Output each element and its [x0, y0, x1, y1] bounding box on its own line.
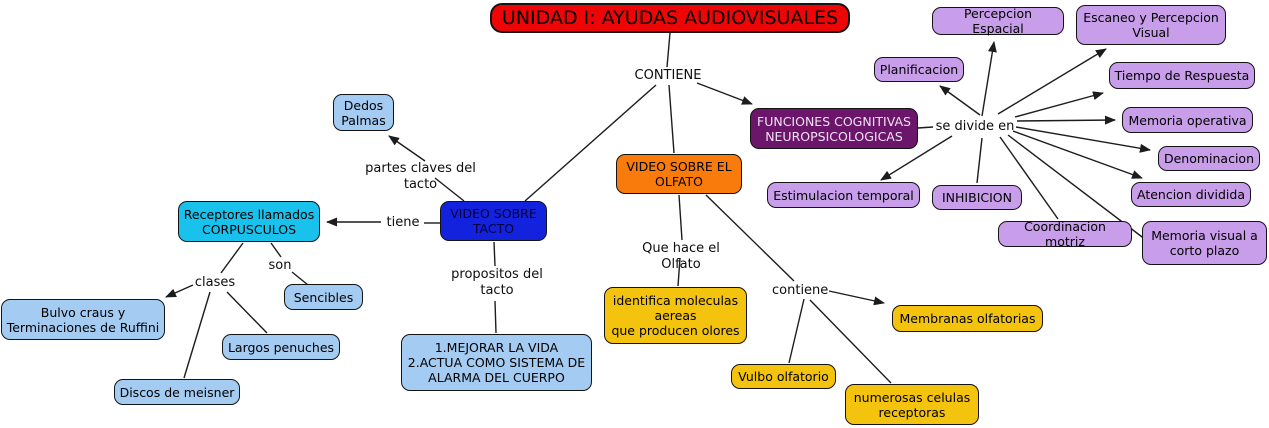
edge-hub-estimulacion	[880, 135, 953, 181]
node-receptores-corpusculos[interactable]: Receptores llamados CORPUSCULOS	[178, 201, 320, 242]
node-title[interactable]: UNIDAD I: AYUDAS AUDIOVISUALES	[490, 3, 850, 33]
node-planificacion[interactable]: Planificacion	[874, 57, 964, 82]
link-se-divide-en: se divide en	[935, 119, 1015, 134]
edge-receptores-son	[270, 242, 282, 258]
node-video-olfato[interactable]: VIDEO SOBRE EL OLFATO	[616, 154, 742, 194]
edge-hub-inhibicion	[976, 137, 983, 184]
edge-tacto-propositos	[493, 241, 496, 267]
link-son: son	[268, 258, 292, 273]
node-percepcion-espacial[interactable]: Percepcion Espacial	[932, 6, 1064, 36]
node-inhibicion[interactable]: INHIBICION	[932, 185, 1022, 210]
edge-contiene-vulbo	[788, 298, 805, 364]
edge-hub-escaneo	[997, 48, 1107, 115]
edge-clases-bulvo	[165, 284, 194, 298]
node-sencibles[interactable]: Sencibles	[284, 284, 363, 310]
link-propositos: propositos del tacto	[451, 267, 543, 298]
node-memoria-operativa[interactable]: Memoria operativa	[1122, 107, 1253, 133]
edge-title-contiene	[666, 32, 671, 68]
edge-partes-tacto	[434, 177, 465, 202]
edge-partes-dedos	[388, 135, 426, 162]
node-escaneo-percepcion-visual[interactable]: Escaneo y Percepcion Visual	[1076, 5, 1226, 45]
node-estimulacion-temporal[interactable]: Estimulacion temporal	[767, 182, 920, 208]
node-numerosas-celulas[interactable]: numerosas celulas receptoras	[845, 384, 979, 425]
node-mejorar-vida[interactable]: 1.MEJORAR LA VIDA 2.ACTUA COMO SISTEMA D…	[401, 334, 592, 391]
edge-contiene-tacto	[524, 84, 657, 202]
link-contiene-top: CONTIENE	[634, 68, 702, 83]
edge-hub-tiempo	[1014, 91, 1104, 118]
edge-receptores-clases	[220, 242, 244, 274]
edge-contiene-funciones	[696, 82, 753, 105]
edge-propositos-mejorar	[494, 300, 497, 334]
node-atencion-dividida[interactable]: Atencion dividida	[1131, 182, 1251, 207]
link-contiene-olfato: contiene	[772, 283, 829, 298]
edge-clases-largos	[226, 291, 268, 334]
edge-hub-coordinacion	[999, 136, 1059, 220]
edge-clases-discos	[183, 291, 211, 379]
node-tiempo-de-respuesta[interactable]: Tiempo de Respuesta	[1109, 62, 1255, 89]
edge-contiene-numerosas	[809, 299, 892, 384]
node-identifica-moleculas[interactable]: identifica moleculas aereas que producen…	[604, 287, 747, 344]
node-largos-penuches[interactable]: Largos penuches	[222, 334, 340, 360]
edge-funciones-sedivide	[917, 126, 934, 129]
node-discos-meisner[interactable]: Discos de meisner	[114, 379, 240, 405]
node-memoria-visual[interactable]: Memoria visual a corto plazo	[1142, 221, 1267, 265]
edge-hub-denominacion	[1015, 126, 1151, 153]
edge-contiene-olfato	[668, 84, 675, 154]
edge-contiene-membranas	[828, 290, 885, 306]
edge-hub-planificacion	[939, 85, 981, 116]
edge-quehace-identifica	[677, 257, 681, 287]
edge-olfato-contiene	[705, 194, 795, 282]
node-video-tacto[interactable]: VIDEO SOBRE TACTO	[440, 201, 547, 241]
node-denominacion[interactable]: Denominacion	[1158, 146, 1260, 171]
edge-olfato-quehace	[678, 194, 683, 241]
edge-hub-memoria-operativa	[1016, 115, 1116, 125]
edge-hub-atencion	[1012, 130, 1143, 179]
node-vulbo-olfatorio[interactable]: Vulbo olfatorio	[731, 364, 836, 389]
node-dedos-palmas[interactable]: Dedos Palmas	[333, 94, 394, 131]
node-membranas-olfatorias[interactable]: Membranas olfatorias	[892, 305, 1043, 332]
link-partes-claves: partes claves del tacto	[365, 161, 476, 192]
link-tiene: tiene	[386, 215, 420, 230]
link-que-hace: Que hace el Olfato	[642, 241, 720, 272]
link-clases: clases	[194, 275, 236, 290]
edge-son-sencibles	[291, 271, 309, 286]
edge-hub-percepcion	[981, 41, 997, 117]
node-funciones-cognitivas[interactable]: FUNCIONES COGNITIVAS NEUROPSICOLOGICAS	[750, 108, 918, 149]
node-bulvo-craus[interactable]: Bulvo craus y Terminaciones de Ruffini	[1, 299, 165, 340]
node-coordinacion-motriz[interactable]: Coordinacion motriz	[998, 219, 1132, 249]
